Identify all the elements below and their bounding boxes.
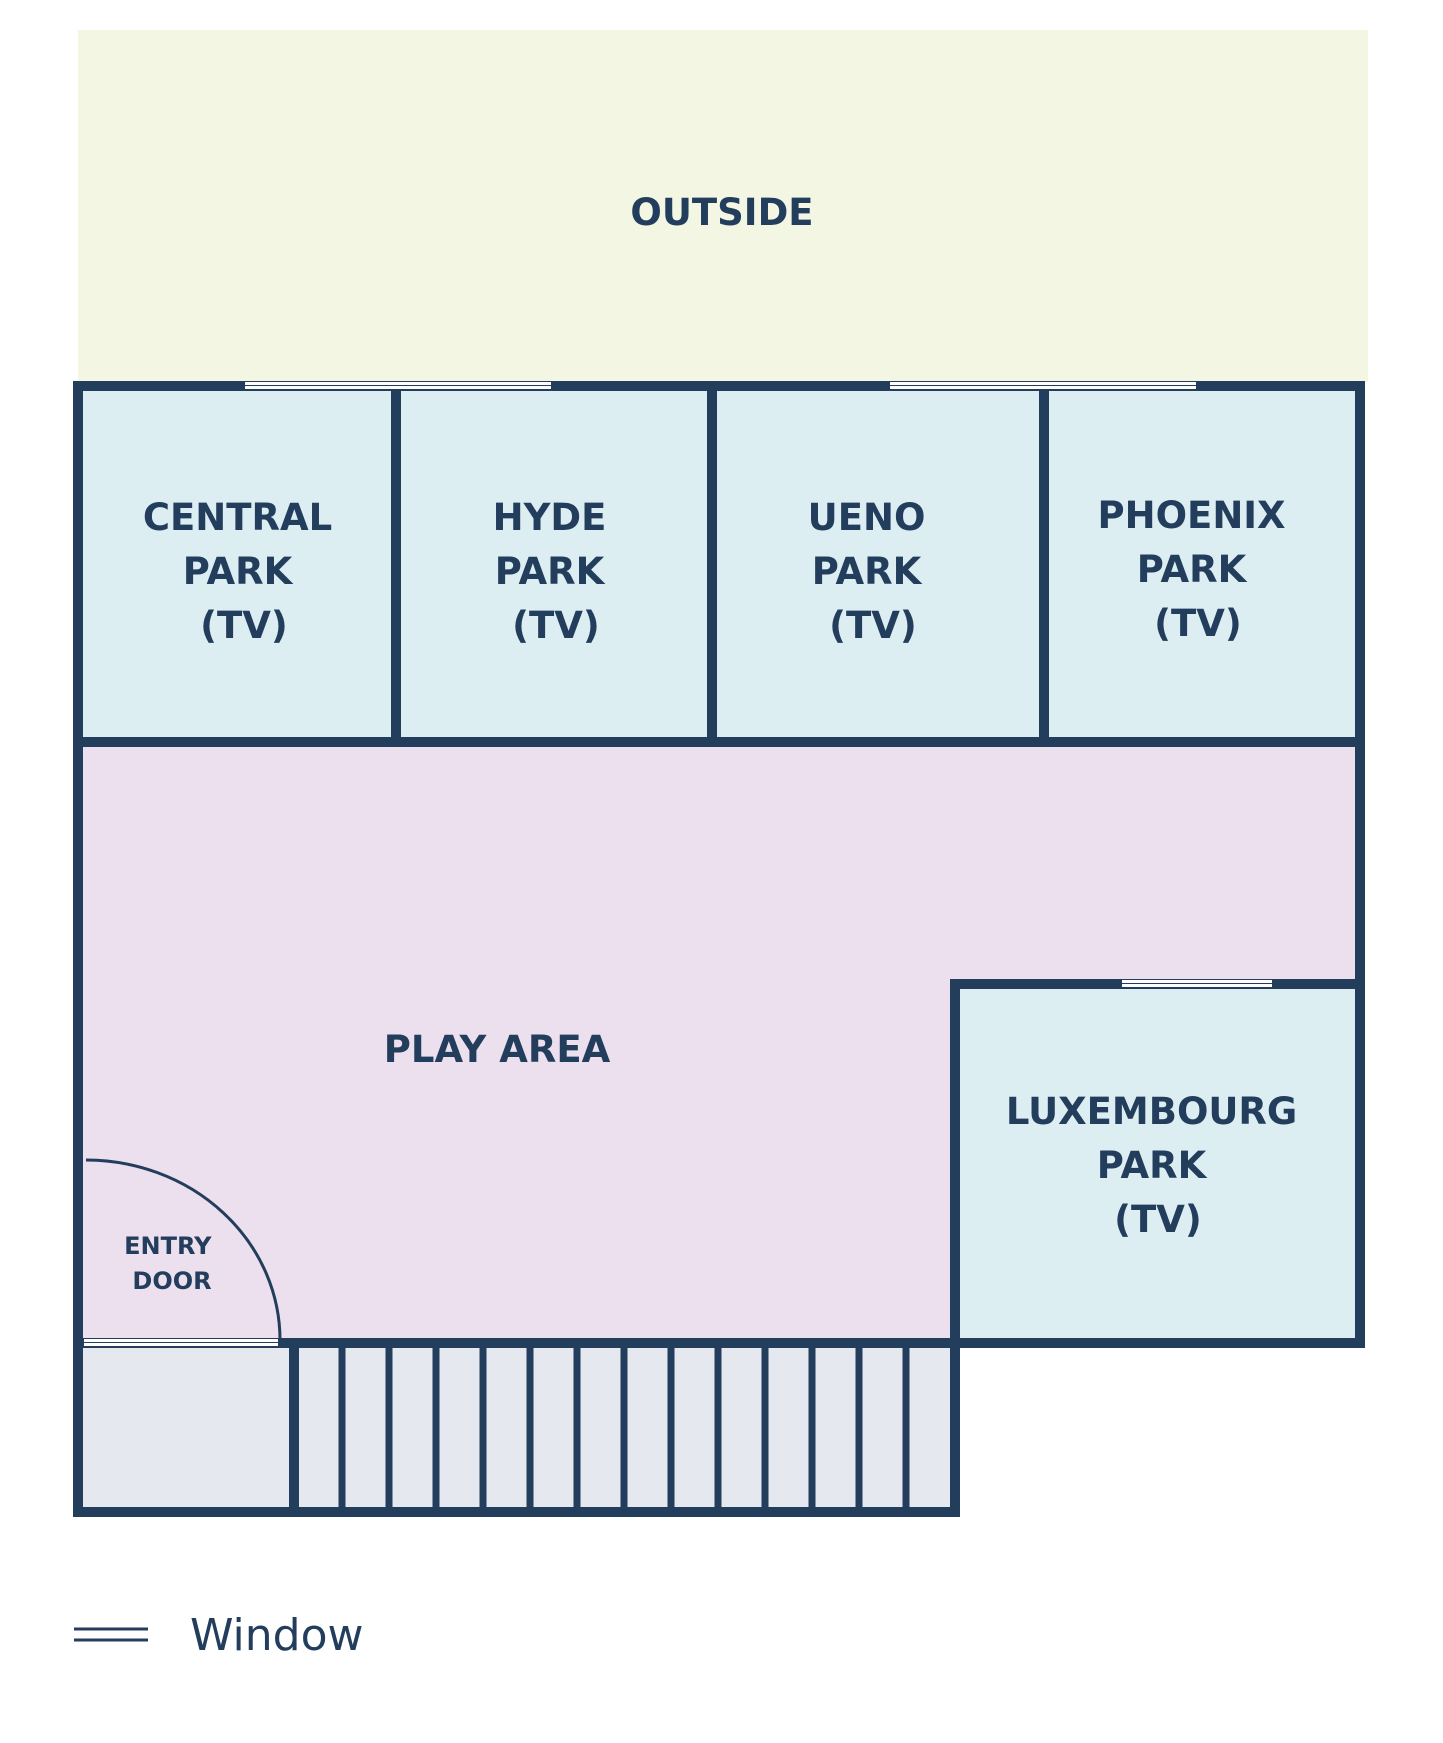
- play-area-label: PLAY AREA: [384, 1028, 611, 1071]
- outside-zone: [78, 30, 1368, 382]
- play-area-room: [82, 744, 1356, 1340]
- phoenix-park-room: [1044, 390, 1360, 740]
- window-luxembourg: [1122, 980, 1272, 987]
- entry-door-label: ENTRY DOOR: [124, 1232, 220, 1295]
- legend-window-label: Window: [190, 1610, 364, 1661]
- luxembourg-park-room: [957, 984, 1356, 1340]
- door-swing-arc: [85, 1158, 282, 1341]
- hyde-park-room: [396, 390, 712, 740]
- porch-area: [82, 1344, 952, 1509]
- window-entry: [84, 1339, 278, 1346]
- outside-label: OUTSIDE: [630, 191, 813, 234]
- windows: [84, 382, 1272, 1346]
- legend: Window: [74, 1610, 364, 1661]
- central-park-label: CENTRAL PARK (TV): [143, 496, 345, 647]
- window-north-2: [890, 382, 1196, 389]
- phoenix-park-label: PHOENIX PARK (TV): [1098, 494, 1299, 645]
- window-north-1: [245, 382, 551, 389]
- double-line-icon: [74, 1627, 148, 1642]
- ueno-park-label: UENO PARK (TV): [808, 496, 939, 647]
- ueno-park-room: [712, 390, 1044, 740]
- stairs: [338, 1346, 910, 1510]
- luxembourg-park-label: LUXEMBOURG PARK (TV): [1006, 1090, 1310, 1241]
- hyde-park-label: HYDE PARK (TV): [493, 496, 620, 647]
- central-park-room: [82, 390, 396, 740]
